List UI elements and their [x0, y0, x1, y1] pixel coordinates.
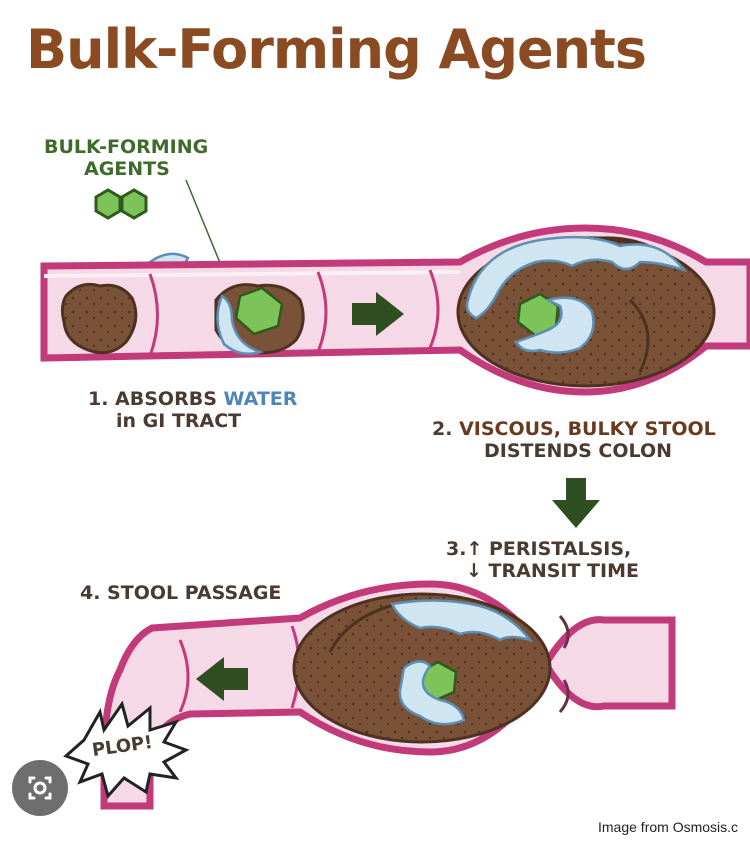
image-credit: Image from Osmosis.c — [598, 819, 739, 835]
step1-label: 1. ABSORBS WATER in GI TRACT — [88, 388, 297, 432]
step3-num: 3. — [446, 538, 467, 560]
plop-burst — [63, 700, 190, 800]
hexagon-molecule-icon — [94, 188, 148, 220]
stool-bulky — [456, 235, 716, 388]
step3-up-arrow: ↑ — [466, 538, 483, 560]
step3-down-arrow: ↓ — [466, 560, 482, 582]
step1-in: in — [116, 410, 137, 432]
page-title: Bulk-Forming Agents — [26, 18, 647, 81]
step3-line2: TRANSIT TIME — [481, 560, 639, 582]
down-arrow-icon — [552, 478, 600, 528]
step3-line1: PERISTALSIS, — [482, 538, 632, 560]
step1-water: WATER — [223, 388, 298, 410]
step2-line2: DISTENDS COLON — [484, 440, 673, 462]
step2-label: 2. VISCOUS, BULKY STOOL DISTENDS COLON — [432, 418, 716, 462]
stool-absorbing-water — [214, 283, 305, 355]
step2-num: 2. — [432, 418, 453, 440]
stool-small — [60, 282, 138, 355]
step3-label: 3.↑ PERISTALSIS, ↓ TRANSIT TIME — [446, 538, 639, 582]
stool-passing — [292, 592, 552, 744]
google-lens-button[interactable] — [12, 760, 68, 816]
google-lens-icon — [28, 776, 52, 800]
agent-label-line1: BULK-FORMING — [44, 136, 209, 158]
right-arrow-icon — [352, 292, 404, 336]
agent-label-line2: AGENTS — [84, 158, 170, 180]
left-arrow-icon — [196, 657, 248, 701]
step2-line1: VISCOUS, BULKY STOOL — [452, 418, 716, 440]
step1-rest: GI TRACT — [136, 410, 242, 432]
step4-label: 4. STOOL PASSAGE — [80, 582, 282, 604]
step1-prefix: 1. ABSORBS — [88, 388, 224, 410]
agent-label: BULK-FORMING AGENTS — [44, 136, 208, 180]
